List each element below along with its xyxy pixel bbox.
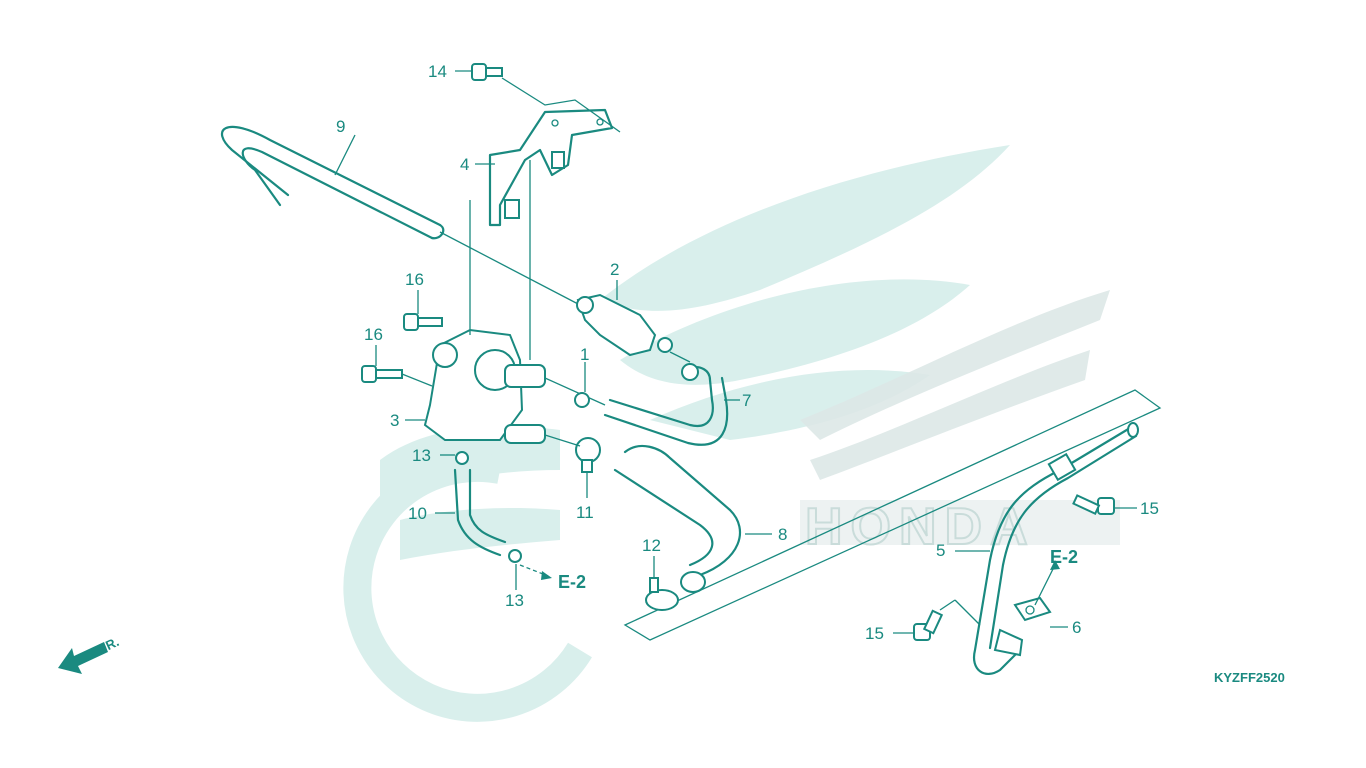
callout-16-lower: 16 [364, 325, 383, 344]
callout-14: 14 [428, 62, 447, 81]
leader-15-5 [939, 599, 956, 611]
callout-6: 6 [1072, 618, 1081, 637]
callout-16-upper: 16 [405, 270, 424, 289]
leader-3-11 [544, 434, 581, 447]
pipe-5 [972, 422, 1139, 675]
ref-e2-left: E-2 [558, 572, 586, 592]
callout-8: 8 [778, 525, 787, 544]
leader-3-7 [544, 377, 606, 406]
front-direction-label: FR. [96, 634, 121, 656]
ref-e2-right: E-2 [1050, 547, 1078, 567]
clip-1 [574, 392, 590, 408]
leader-9-2 [439, 231, 581, 306]
bolt-14 [471, 63, 503, 81]
callout-15-left: 15 [865, 624, 884, 643]
valve-3 [423, 328, 546, 444]
callout-13-lower: 13 [505, 591, 524, 610]
callout-2: 2 [610, 260, 619, 279]
callout-1: 1 [580, 345, 589, 364]
bolt-16-upper [403, 313, 443, 331]
callout-7: 7 [742, 391, 751, 410]
hose-8 [613, 444, 742, 593]
callout-9: 9 [336, 117, 345, 136]
honda-watermark-text: HONDA [805, 498, 1036, 556]
gasket-6 [993, 596, 1052, 657]
leader-14 [501, 77, 621, 133]
diagram-code: KYZFF2520 [1214, 670, 1285, 685]
gear-watermark-icon [343, 453, 592, 722]
callout-10: 10 [408, 504, 427, 523]
hose-9 [221, 125, 445, 240]
leader-6 [1034, 564, 1056, 606]
hose-10 [453, 451, 522, 563]
arrow-e2-left [519, 564, 552, 580]
callout-12: 12 [642, 536, 661, 555]
clamp-11 [575, 437, 601, 473]
reed-valve-2 [576, 293, 673, 357]
callout-leaders [334, 70, 1137, 634]
hose-7 [603, 363, 729, 446]
callout-3: 3 [390, 411, 399, 430]
bolt-15-left [913, 609, 944, 641]
bolt-16-lower [361, 365, 403, 383]
bracket-4 [488, 108, 614, 227]
leader-15-5b [954, 599, 981, 626]
bolt-15-right [1072, 494, 1115, 516]
callout-15-right: 15 [1140, 499, 1159, 518]
assembly-outline [623, 389, 1162, 641]
callout-13-upper: 13 [412, 446, 431, 465]
honda-wing-watermark [380, 145, 1010, 560]
callout-4: 4 [460, 155, 469, 174]
clamp-12 [645, 577, 679, 611]
callout-5: 5 [936, 541, 945, 560]
leader-2-7 [669, 351, 691, 363]
leader-16 [401, 373, 433, 387]
arrow-e2-right [1050, 560, 1060, 570]
callout-11: 11 [576, 503, 594, 522]
front-direction-arrow-icon [58, 642, 108, 674]
honda-logo-dotted-watermark [800, 290, 1120, 545]
